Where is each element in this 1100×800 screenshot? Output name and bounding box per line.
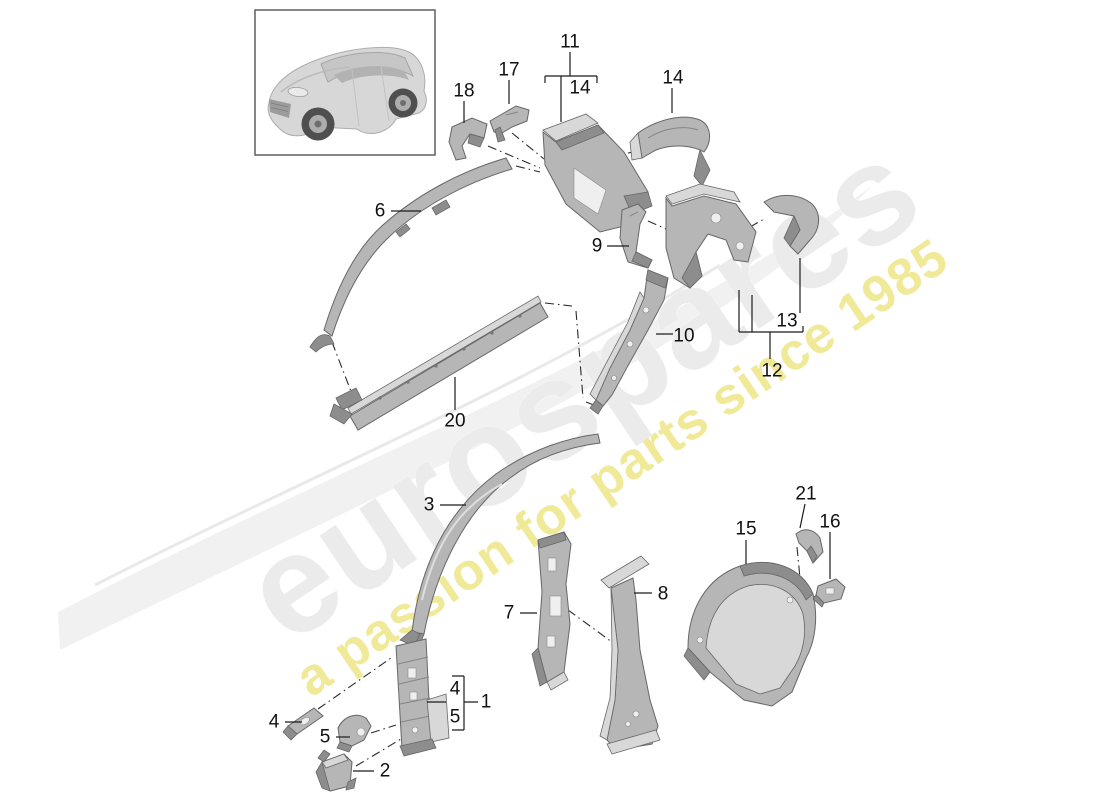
car-headlight [287,86,309,98]
part-label-6[interactable]: 6 [374,200,386,222]
part-label-4a[interactable]: 4 [268,711,280,733]
part-16-drawing [812,578,846,608]
part-label-12[interactable]: 12 [761,360,783,382]
part-21-drawing [795,529,824,564]
part-10-drawing [589,269,669,415]
car-door-seams [351,65,390,127]
part-label-14a[interactable]: 14 [569,77,591,99]
part-label-20[interactable]: 20 [444,410,466,432]
part-label-15[interactable]: 15 [735,518,757,540]
part-7-drawing [531,531,572,691]
part-2-drawing [315,749,357,792]
part-20-drawing [329,295,549,431]
part-9-drawing [619,203,653,269]
vehicle-thumbnail [254,9,436,156]
part-5-drawing [336,714,372,753]
part-label-5a[interactable]: 5 [319,726,331,748]
part-8-drawing [599,555,661,755]
part-14-drawing [629,116,711,187]
part-15-drawing [683,562,817,707]
part-12-assembly-drawing [665,183,757,289]
sill-rivets [378,314,522,400]
part-label-9[interactable]: 9 [591,235,603,257]
part-label-21[interactable]: 21 [795,483,817,505]
part-label-13[interactable]: 13 [776,310,798,332]
part-13-drawing [763,195,819,255]
part-label-16[interactable]: 16 [819,511,841,533]
part-6-drawing [309,157,513,353]
part-label-14b[interactable]: 14 [662,67,684,89]
car-grille-slats [270,102,289,112]
part-label-1[interactable]: 1 [480,691,492,713]
part-17-drawing [489,105,530,143]
car-front-wheel [301,107,335,141]
car-rear-wheel [388,88,418,118]
part-label-3[interactable]: 3 [423,494,435,516]
part-18-drawing [448,117,488,161]
part-4-drawing [282,707,324,741]
part-label-10[interactable]: 10 [673,325,695,347]
part-label-11[interactable]: 11 [560,31,580,53]
part-label-7[interactable]: 7 [503,602,515,624]
swoosh-band [58,186,872,650]
part-1-assembly-drawing [395,629,450,757]
part-label-17[interactable]: 17 [498,59,520,81]
part-11-14-assembly-drawing [542,113,653,233]
car-hood-line [280,66,351,93]
part-label-4b[interactable]: 4 [449,678,461,700]
leader-lines [285,52,831,772]
part-label-5b[interactable]: 5 [449,706,461,728]
part-label-18[interactable]: 18 [453,80,475,102]
part-label-2[interactable]: 2 [379,760,391,782]
part-label-8[interactable]: 8 [657,583,669,605]
